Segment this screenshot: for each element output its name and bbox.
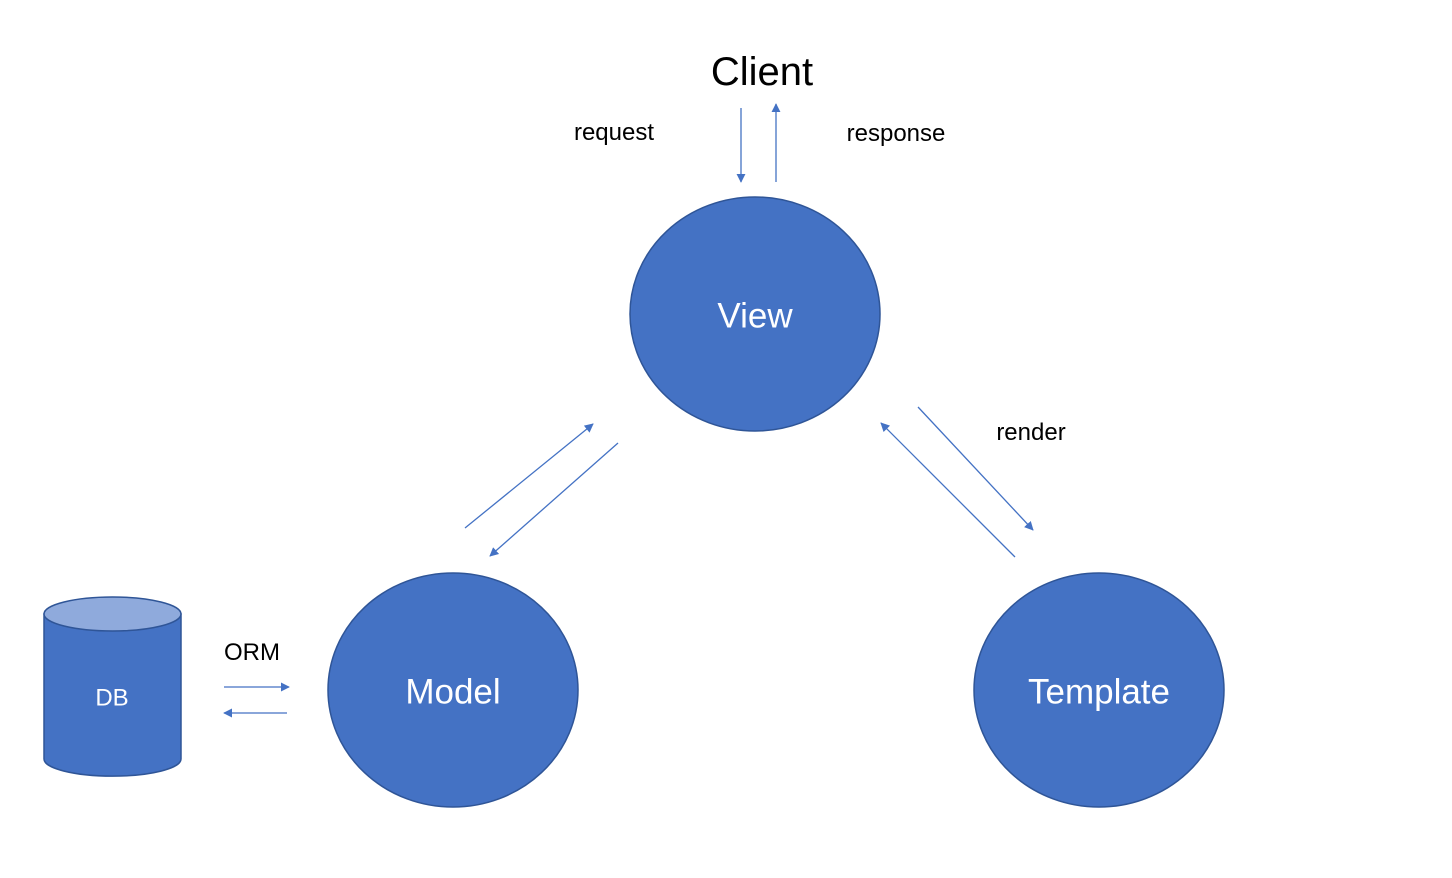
orm-label: ORM <box>224 639 280 666</box>
render-label: render <box>996 419 1065 446</box>
template-node[interactable]: Template <box>973 572 1225 808</box>
model-label: Model <box>405 673 500 712</box>
view-circle <box>629 196 881 432</box>
view-label: View <box>717 297 793 336</box>
db-node[interactable]: DB <box>43 596 182 777</box>
db-cylinder-top <box>43 596 182 632</box>
model-to-view-arrow <box>464 423 594 529</box>
template-to-view-arrow <box>880 422 1016 558</box>
db-label: DB <box>95 685 128 712</box>
model-node[interactable]: Model <box>327 572 579 808</box>
response-label: response <box>847 120 946 147</box>
request-label: request <box>574 119 654 146</box>
template-circle <box>973 572 1225 808</box>
template-label: Template <box>1028 673 1170 712</box>
view-node[interactable]: View <box>629 196 881 432</box>
view-to-model-arrow <box>489 442 619 557</box>
model-circle <box>327 572 579 808</box>
db-cylinder-body <box>43 613 182 777</box>
view-to-template-arrow <box>917 406 1034 531</box>
client-label: Client <box>711 50 813 94</box>
